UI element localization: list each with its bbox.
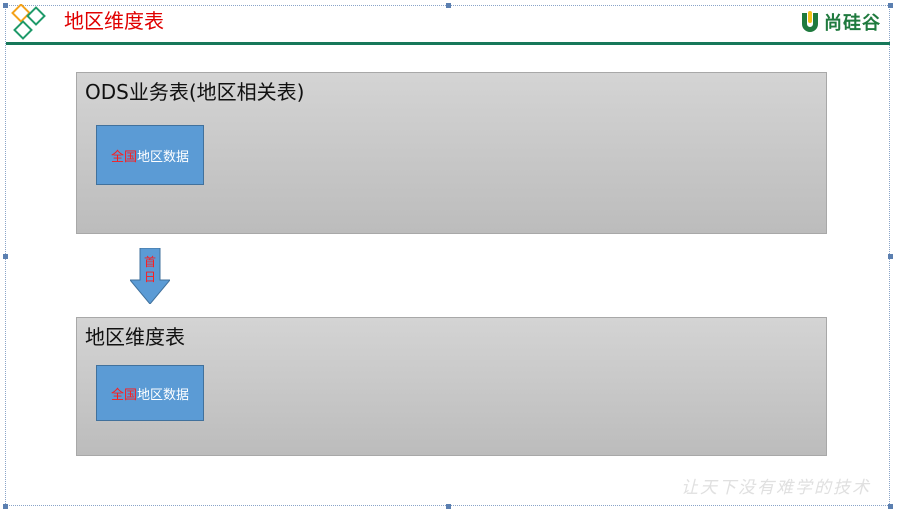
shanggugu-logo-icon — [802, 11, 818, 32]
resize-handle-bottom-right[interactable] — [888, 504, 893, 509]
arrow-label: 首日 — [143, 255, 156, 284]
resize-handle-top-right[interactable] — [888, 3, 893, 8]
resize-handle-top-center[interactable] — [446, 3, 451, 8]
ods-panel[interactable]: ODS业务表(地区相关表) 全国地区数据 — [76, 72, 827, 234]
ods-box-white-label: 地区数据 — [137, 149, 190, 165]
slogan-watermark: 让天下没有难学的技术 — [681, 478, 871, 498]
ods-box-red-label: 全国 — [110, 149, 137, 165]
dim-box-red-label: 全国 — [110, 387, 137, 403]
slide-title: 地区维度表 — [64, 9, 164, 33]
header-divider — [6, 42, 890, 45]
down-arrow-icon[interactable] — [130, 248, 170, 304]
resize-handle-bottom-center[interactable] — [446, 504, 451, 509]
dim-panel[interactable]: 地区维度表 全国地区数据 — [76, 317, 827, 456]
brand-logo: 尚硅谷 — [799, 8, 881, 36]
brand-name: 尚硅谷 — [824, 13, 881, 34]
dim-region-data-box[interactable]: 全国地区数据 — [96, 365, 204, 421]
resize-handle-top-left[interactable] — [3, 3, 8, 8]
resize-handle-middle-right[interactable] — [888, 254, 893, 259]
dim-box-white-label: 地区数据 — [137, 387, 190, 403]
dim-panel-title: 地区维度表 — [85, 325, 185, 349]
diamond-logo-icon — [11, 4, 46, 40]
ods-panel-title: ODS业务表(地区相关表) — [85, 80, 305, 104]
ods-region-data-box[interactable]: 全国地区数据 — [96, 125, 204, 185]
resize-handle-bottom-left[interactable] — [3, 504, 8, 509]
resize-handle-middle-left[interactable] — [3, 254, 8, 259]
